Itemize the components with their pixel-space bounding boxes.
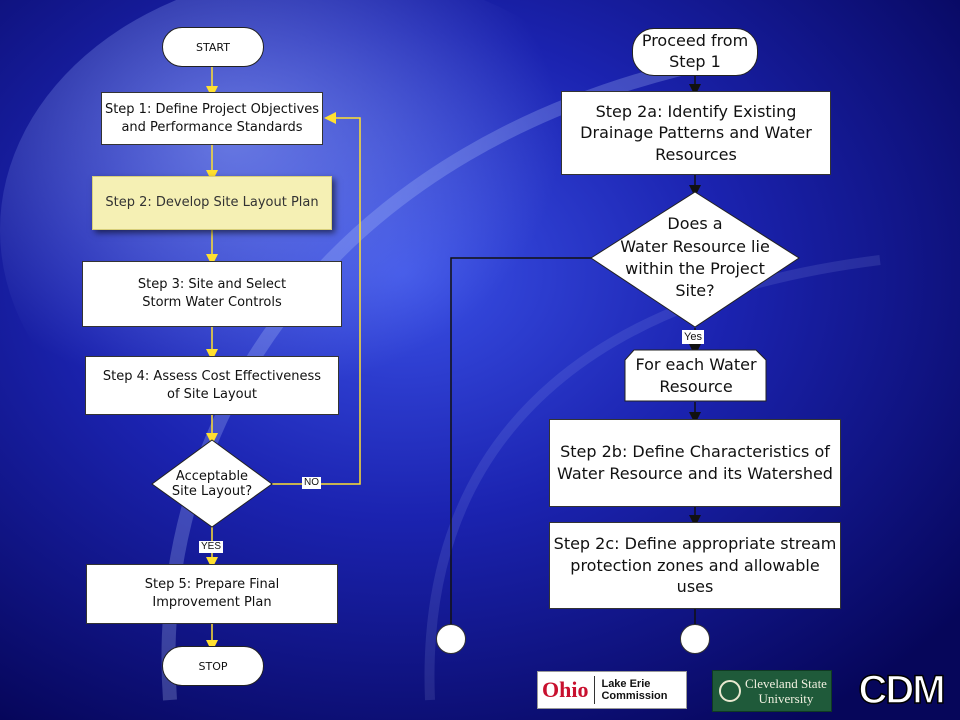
- step4-box: Step 4: Assess Cost Effectiveness of Sit…: [85, 356, 339, 415]
- step2a-box: Step 2a: Identify Existing Drainage Patt…: [561, 91, 831, 175]
- cdm-logo-text: CDM: [858, 667, 947, 713]
- acceptable-decision-shape: [151, 439, 273, 528]
- step3-box: Step 3: Site and Select Storm Water Cont…: [82, 261, 342, 327]
- for-each-loop-label: For each Water Resource: [635, 355, 757, 396]
- no-label: NO: [302, 477, 321, 489]
- yes-label-right: Yes: [682, 330, 704, 344]
- csu-logo: Cleveland State University: [712, 670, 832, 712]
- cdm-logo: CDM: [848, 667, 954, 713]
- yes-label: YES: [199, 541, 224, 553]
- ohio-logo-text: Ohio: [542, 677, 589, 702]
- acceptable-decision-label: Acceptable Site Layout?: [171, 469, 253, 499]
- step2-box: Step 2: Develop Site Layout Plan: [92, 176, 332, 230]
- csu-logo-line2: University: [758, 691, 814, 706]
- step2b-box: Step 2b: Define Characteristics of Water…: [549, 419, 841, 507]
- proceed-terminal: Proceed from Step 1: [632, 28, 758, 76]
- for-each-loop-shape: [624, 349, 767, 402]
- step5-box: Step 5: Prepare Final Improvement Plan: [86, 564, 338, 624]
- logo-divider: [594, 676, 596, 704]
- step2c-box: Step 2c: Define appropriate stream prote…: [549, 522, 841, 609]
- start-terminal: START: [162, 27, 264, 67]
- ohio-lake-erie-logo: Ohio Lake Erie Commission: [537, 671, 687, 709]
- seal-icon: [719, 680, 741, 702]
- lake-erie-logo-text: Lake Erie Commission: [601, 678, 668, 702]
- step1-box: Step 1: Define Project Objectives and Pe…: [101, 92, 323, 145]
- water-resource-decision-shape: [590, 191, 800, 328]
- off-page-connector-left: [436, 624, 466, 654]
- stop-terminal: STOP: [162, 646, 264, 686]
- water-resource-decision-label: Does a Water Resource lie within the Pro…: [620, 214, 770, 301]
- off-page-connector-right: [680, 624, 710, 654]
- csu-logo-line1: Cleveland State: [745, 676, 827, 691]
